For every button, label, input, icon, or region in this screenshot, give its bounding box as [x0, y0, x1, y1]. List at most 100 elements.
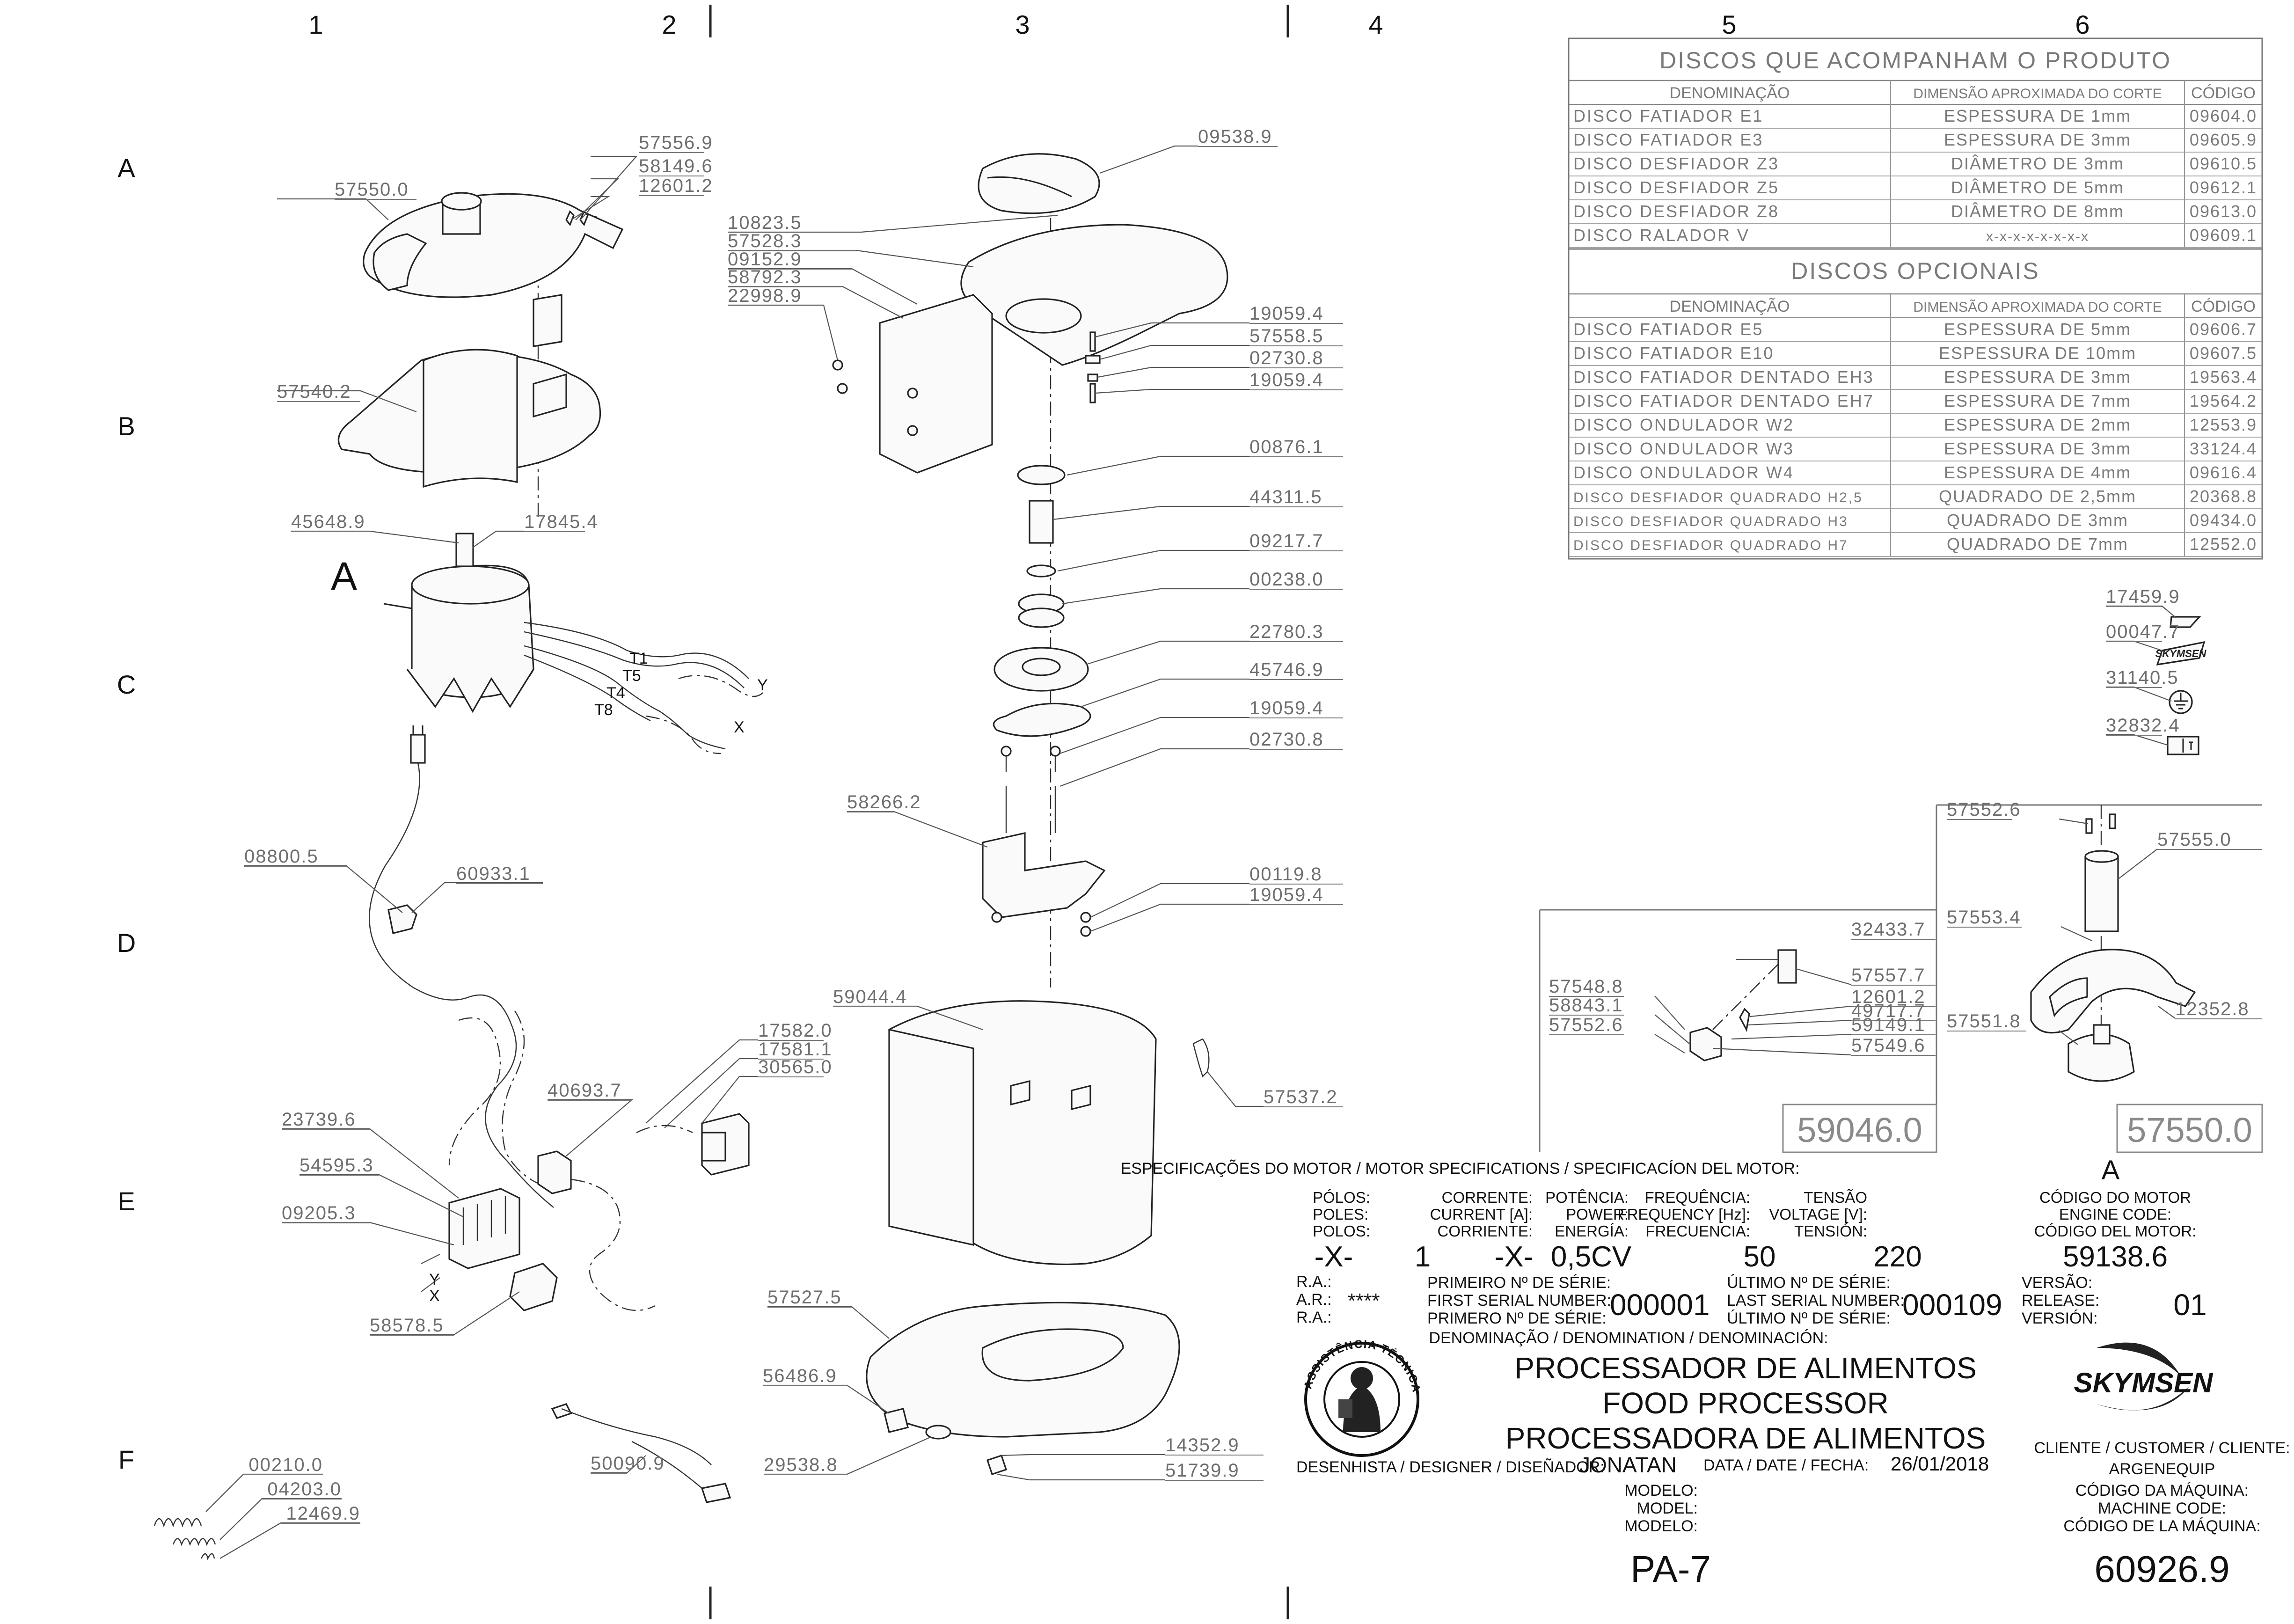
grid-row-b: B	[117, 411, 135, 441]
optional-disc-row-cell: DISCO ONDULADOR W3	[1573, 439, 1794, 458]
part-label: 17845.4	[524, 512, 599, 532]
part-label: 45648.9	[291, 512, 365, 532]
version-value: 01	[2173, 1288, 2206, 1322]
optional-disc-row-cell: ESPESSURA DE 7mm	[1944, 391, 2131, 410]
disc-row-cell: DISCO RALADOR V	[1573, 226, 1750, 245]
motor-spec-header: FRECUENCIA:	[1645, 1222, 1750, 1240]
part-label: 50090.9	[591, 1453, 665, 1474]
part-label: 57555.0	[2157, 829, 2232, 850]
lid-57553	[2030, 949, 2196, 1034]
manual-i-mark	[2182, 739, 2193, 753]
part-label: 12601.2	[639, 176, 713, 196]
part-label: 23739.6	[282, 1109, 356, 1130]
ring-09217	[1026, 564, 1056, 578]
optional-disc-row-cell: DISCO ONDULADOR W4	[1573, 463, 1794, 482]
housing-shell	[423, 349, 518, 488]
part-label: 19059.4	[1249, 370, 1324, 390]
disc-row-cell: DISCO DESFIADOR Z8	[1573, 202, 1779, 221]
seal-00876	[1017, 465, 1066, 485]
version-label-en: RELEASE:	[2022, 1292, 2099, 1309]
optional-disc-row-cell: 09607.5	[2190, 344, 2257, 363]
part-label: 17459.9	[2106, 586, 2180, 607]
motor-spec-header: POTÊNCIA:	[1545, 1189, 1629, 1206]
lid-chute-top	[441, 192, 482, 211]
part-label: 57537.2	[1264, 1087, 1338, 1107]
connector-right	[701, 1483, 731, 1503]
optional-disc-title: DISCOS OPCIONAIS	[1791, 258, 2039, 284]
plug-08800	[410, 734, 426, 764]
part-label: 58578.5	[370, 1315, 444, 1336]
leader-32832	[2106, 734, 2168, 746]
disc-row-header-2: CÓDIGO	[2191, 84, 2256, 102]
grid-col-1: 1	[308, 10, 323, 39]
model-label-es: MODELO:	[1624, 1517, 1698, 1535]
switch-rocker	[701, 1132, 726, 1162]
part-label: 12469.9	[286, 1503, 360, 1524]
optional-disc-row-cell: DISCO FATIADOR E5	[1573, 320, 1763, 339]
seal-text: ASSISTÊNCIA TÉCNICA AUTORIZADA	[0, 0, 1422, 1397]
switch-40693	[537, 1150, 572, 1194]
motor-spec-header: VOLTAGE [V]:	[1769, 1206, 1867, 1223]
optional-disc-row-cell: QUADRADO DE 3mm	[1947, 511, 2128, 530]
leader-31140	[2106, 686, 2172, 702]
bowl-hub	[1005, 298, 1082, 334]
wire-tag: T1	[629, 650, 648, 667]
disc-table: DISCOS QUE ACOMPANHAM O PRODUTO DISCOS O…	[1568, 37, 2263, 560]
bowl-chute	[879, 294, 993, 474]
motor-top	[411, 565, 530, 605]
part-label: 57527.5	[767, 1287, 842, 1308]
disc-row-cell: 09609.1	[2190, 226, 2257, 245]
customer-value: ARGENEQUIP	[2109, 1460, 2215, 1478]
motor-spec-header: ENGINE CODE:	[2059, 1206, 2171, 1223]
disc-row-cell: 09604.0	[2190, 106, 2257, 125]
part-label: 30565.0	[758, 1057, 833, 1077]
bowl-fasteners	[1085, 331, 1101, 403]
disc-row-cell: DISCO DESFIADOR Z5	[1573, 178, 1779, 197]
part-label: 00119.8	[1249, 864, 1322, 885]
machine-code-label-en: MACHINE CODE:	[2098, 1500, 2226, 1517]
part-label: 57548.8	[1549, 976, 1623, 997]
detail-box-57550: 57550.0	[2127, 1111, 2252, 1149]
machine-code-label-pt: CÓDIGO DA MÁQUINA:	[2075, 1482, 2249, 1500]
motor-spec-header: CORRIENTE:	[1437, 1222, 1533, 1240]
disc-row-cell: 09613.0	[2190, 202, 2257, 221]
wire-tag: X	[429, 1287, 440, 1305]
motor-spec-header: POLOS:	[1313, 1222, 1370, 1240]
part-label: 22780.3	[1249, 622, 1324, 642]
grid-row-c: C	[117, 670, 136, 699]
optional-disc-row-cell: DISCO DESFIADOR QUADRADO H3	[1573, 514, 1848, 529]
lid-screws	[565, 210, 589, 227]
wire-tag: T4	[606, 684, 625, 702]
part-label: 54595.3	[300, 1155, 374, 1176]
lid-tube-top	[2084, 850, 2119, 863]
part-label: 44311.5	[1249, 487, 1322, 507]
shaft-44311	[1029, 500, 1054, 544]
part-label: 32832.4	[2106, 715, 2180, 736]
part-label: 08800.5	[244, 846, 319, 867]
grid-col-3: 3	[1015, 10, 1030, 39]
optional-disc-row-header-0: DENOMINAÇÃO	[1670, 298, 1790, 315]
contactor-23739	[448, 1188, 520, 1269]
motor-spec-header: CÓDIGO DO MOTOR	[2039, 1189, 2191, 1206]
ra-label-pt: R.A.:	[1296, 1273, 1332, 1291]
part-label: 58149.6	[639, 156, 713, 176]
part-label: 58266.2	[847, 792, 921, 812]
lid-window	[2049, 977, 2088, 1017]
motor-spec-header: ENERGÍA:	[1555, 1222, 1629, 1240]
motor-spec-header: FREQUENCY [Hz]:	[1617, 1206, 1750, 1223]
part-label: 00876.1	[1249, 437, 1324, 457]
part-label: 57551.8	[1947, 1011, 2021, 1031]
part-label: 51739.9	[1165, 1460, 1240, 1481]
motor-spec-value: 220	[1873, 1241, 1921, 1273]
disc-row-cell: 09612.1	[2190, 178, 2257, 197]
base-recess	[981, 1328, 1124, 1382]
motor-spec-value: 1	[1415, 1241, 1431, 1273]
ground-symbol-icon	[2169, 690, 2193, 714]
product-name-pt: PROCESSADOR DE ALIMENTOS	[1514, 1351, 1977, 1385]
part-label: 57553.4	[1947, 907, 2021, 928]
optional-disc-row-cell: 09616.4	[2190, 463, 2257, 482]
part-label: 57552.6	[1947, 799, 2021, 820]
grid-row-a: A	[117, 153, 135, 183]
first-serial-label-pt: PRIMEIRO Nº DE SÉRIE:	[1427, 1274, 1611, 1292]
